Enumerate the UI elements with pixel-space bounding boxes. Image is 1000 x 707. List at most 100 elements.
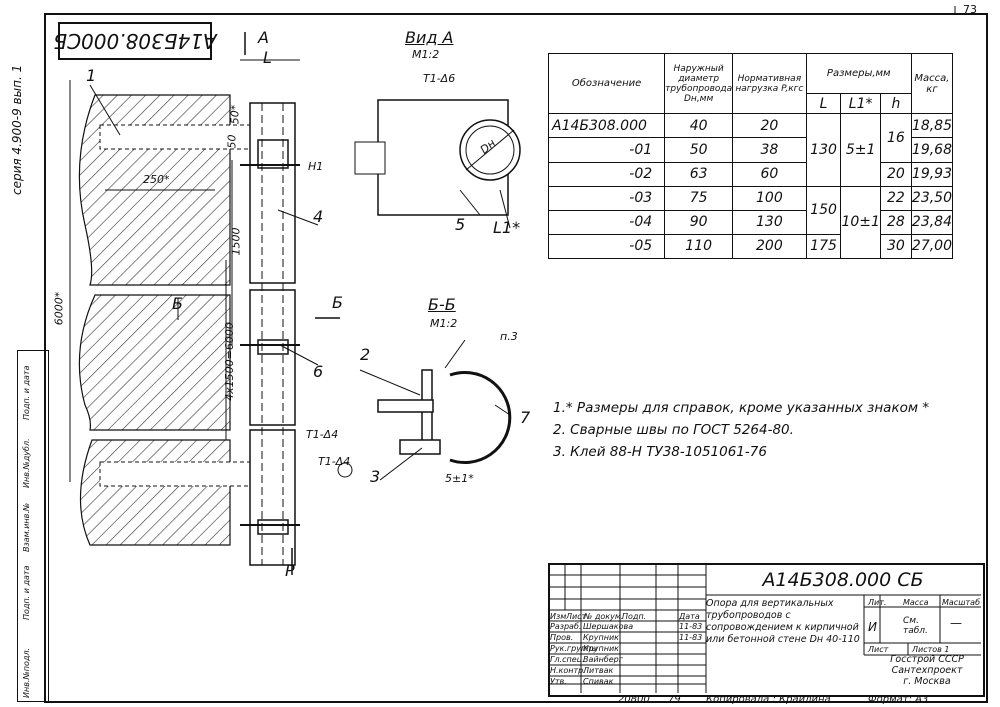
col-designation: Обозначение [547, 52, 666, 115]
dim-l: L [263, 48, 272, 67]
footer-year: 79 [668, 694, 681, 705]
tb-date: 11-83 [679, 633, 703, 642]
side-stamp-4: Инв.№дубл. [22, 438, 31, 488]
row-m: 23,50 [910, 185, 954, 211]
col-diameter: Наружный диаметр трубопровода Dн,мм [664, 52, 734, 115]
cell-l: 175 [805, 233, 842, 260]
callout-7: 7 [520, 408, 531, 427]
section-bb-title: Б-Б [428, 295, 456, 314]
weld-mark-2: Т1-Δ4 [306, 428, 339, 441]
tb-scale-value: См. табл. [903, 616, 928, 636]
title-block-code: А14Б308.000 СБ [762, 569, 924, 591]
side-stamp [17, 350, 49, 702]
view-arrow-a: А [258, 28, 269, 47]
row-code: -01 [547, 137, 666, 163]
tb-mass-value: — [950, 616, 962, 630]
cell-h: 20 [879, 161, 912, 187]
callout-6: 6 [313, 362, 324, 381]
row-d: 75 [664, 185, 734, 211]
view-a-scale: М1:2 [412, 48, 440, 61]
dim-50-star: 50* [228, 104, 242, 125]
row-p: 200 [732, 233, 807, 260]
col-l: L [805, 93, 842, 115]
note-ref-p3: п.3 [500, 330, 518, 343]
tb-col-date: Дата [679, 612, 700, 621]
tb-lit-label: Лит. [868, 598, 887, 607]
cell-h: 16 [879, 113, 912, 163]
tb-role: Разраб. [550, 622, 582, 631]
dim-4x1500: 4х1500=6000 [222, 322, 236, 401]
title-block [548, 563, 985, 697]
tb-org-3: г. Москва [903, 676, 951, 687]
row-m: 18,85 [910, 113, 954, 139]
note-1: 1.* Размеры для справок, кроме указанных… [553, 400, 930, 416]
footer-format: Формат: А3 [868, 694, 929, 705]
tb-role: Рук.группы [550, 644, 598, 653]
notes: 1.* Размеры для справок, кроме указанных… [553, 397, 929, 463]
tb-col-doc: № докум. [584, 612, 624, 621]
row-p: 60 [732, 161, 807, 187]
tb-name: Спивак [583, 677, 614, 686]
tb-name: Крупник [583, 633, 619, 642]
cell-l: 150 [805, 185, 842, 235]
row-m: 23,84 [910, 209, 954, 235]
dim-250: 250* [143, 173, 170, 186]
dim-50: 50 [225, 134, 239, 149]
row-p: 20 [732, 113, 807, 139]
tb-sheets: Листов 1 [912, 645, 950, 654]
side-stamp-5: Подп. и дата [22, 365, 31, 421]
note-2: 2. Сварные швы по ГОСТ 5264-80. [553, 422, 794, 438]
row-d: 90 [664, 209, 734, 235]
dim-1500: 1500 [229, 227, 243, 256]
section-bb-drawing [337, 339, 512, 481]
row-d: 63 [664, 161, 734, 187]
row-code: А14Б308.000 [547, 113, 666, 139]
col-mass: Масса, кг [910, 52, 954, 115]
footer-copied: Копировала : Краилина [706, 694, 831, 705]
row-m: 19,93 [910, 161, 954, 187]
title-block-grid [548, 563, 981, 693]
side-stamp-1: Инв.№подл. [22, 647, 31, 698]
row-d: 110 [664, 233, 734, 260]
tb-sheet: Лист [868, 645, 889, 654]
col-load: Нормативная нагрузка P,кгс [732, 52, 807, 115]
callout-4: 4 [313, 207, 324, 226]
row-code: -02 [547, 161, 666, 187]
row-code: -05 [547, 233, 666, 260]
tb-role: Утв. [550, 677, 567, 686]
tb-role: Пров. [550, 633, 574, 642]
tb-date: 11-83 [679, 622, 703, 631]
tb-name: Вайнберг [583, 655, 623, 664]
dim-l1: L1* [493, 218, 521, 237]
cell-h: 30 [879, 233, 912, 260]
cell-l: 130 [805, 113, 842, 187]
cell-h: 22 [879, 185, 912, 211]
view-a-drawing [354, 99, 521, 229]
tb-org-2: Сантехпроект [891, 665, 963, 676]
row-m: 19,68 [910, 137, 954, 163]
title-block-title: Опора для вертикальных трубопроводов с с… [706, 598, 860, 645]
spec-table: Обозначение Наружный диаметр трубопровод… [547, 52, 954, 260]
callout-5: 5 [455, 215, 466, 234]
col-dims: Размеры,мм [805, 52, 912, 95]
tb-col-list: Лист [566, 612, 587, 621]
tb-scale-label: Масштаб [942, 598, 981, 607]
note-3: 3. Клей 88-Н ТУ38-1051061-76 [553, 444, 767, 460]
section-arrow-b: Б [172, 294, 183, 313]
tb-org: Госстрой СССР Сантехпроект г. Москва [874, 654, 980, 687]
row-m: 27,00 [910, 233, 954, 260]
cell-l1: 10±1 [840, 185, 881, 260]
weld-mark-1: Т1-Δ6 [423, 72, 456, 85]
tb-role: Гл.спец. [550, 655, 585, 664]
footer-inv: 20800 [618, 694, 650, 705]
side-stamp-2: Подп. и дата [22, 565, 31, 621]
dim-6000: 6000* [52, 291, 66, 326]
section-arrow-b2: Б [332, 293, 343, 312]
side-stamp-3: Взам.инв.№ [22, 502, 31, 552]
row-p: 38 [732, 137, 807, 163]
tb-col-izm: Изм [550, 612, 567, 621]
row-code: -04 [547, 209, 666, 235]
elevation-drawing [69, 32, 340, 575]
col-h: h [879, 93, 912, 115]
